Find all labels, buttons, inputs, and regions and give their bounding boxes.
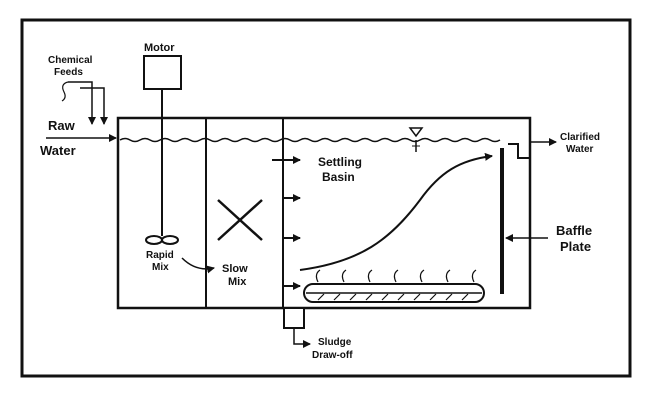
chemical-feed-squiggle bbox=[61, 81, 69, 102]
rapid-to-slow-arrow bbox=[181, 257, 215, 274]
raw-water-label-1: Raw bbox=[48, 118, 76, 133]
treatment-tank bbox=[116, 116, 532, 310]
chemical-feed-arrow-1 bbox=[68, 81, 96, 125]
sludge-drawoff-label-2: Draw-off bbox=[312, 350, 353, 361]
raw-water-label-2: Water bbox=[40, 143, 76, 158]
slow-mix-label-1: Slow bbox=[222, 263, 248, 275]
clarified-water-label-1: Clarified bbox=[560, 132, 600, 143]
x-paddle-icon bbox=[217, 199, 263, 241]
motor-box bbox=[143, 55, 182, 90]
chemical-feed-arrow-2 bbox=[80, 87, 108, 125]
sludge-pipe bbox=[283, 307, 305, 329]
rapid-mix-label-1: Rapid bbox=[146, 250, 174, 261]
settling-basin-label-1: Settling bbox=[318, 155, 362, 169]
sludge-drawoff-arrow bbox=[293, 328, 311, 348]
chemical-feeds-label-1: Chemical bbox=[48, 55, 93, 66]
propeller-icon bbox=[145, 235, 179, 245]
chemical-feeds-label-2: Feeds bbox=[54, 67, 83, 78]
outlet-weir bbox=[508, 143, 530, 159]
baffle-plate bbox=[500, 148, 504, 294]
water-level-icon bbox=[408, 127, 424, 152]
water-surface bbox=[119, 137, 501, 143]
baffle-plate-label-2: Plate bbox=[560, 239, 591, 254]
baffle-plate-label-1: Baffle bbox=[556, 223, 592, 238]
rapid-mix-label-2: Mix bbox=[152, 262, 169, 273]
slow-mix-label-2: Mix bbox=[228, 276, 247, 288]
motor-label: Motor bbox=[144, 42, 175, 54]
settling-flow-curve bbox=[299, 152, 493, 271]
sludge-drawoff-label-1: Sludge bbox=[318, 337, 352, 348]
sludge-scraper bbox=[303, 269, 485, 303]
outer-border bbox=[20, 18, 632, 378]
settling-basin-label-2: Basin bbox=[322, 170, 355, 184]
clarified-water-label-2: Water bbox=[566, 144, 594, 155]
